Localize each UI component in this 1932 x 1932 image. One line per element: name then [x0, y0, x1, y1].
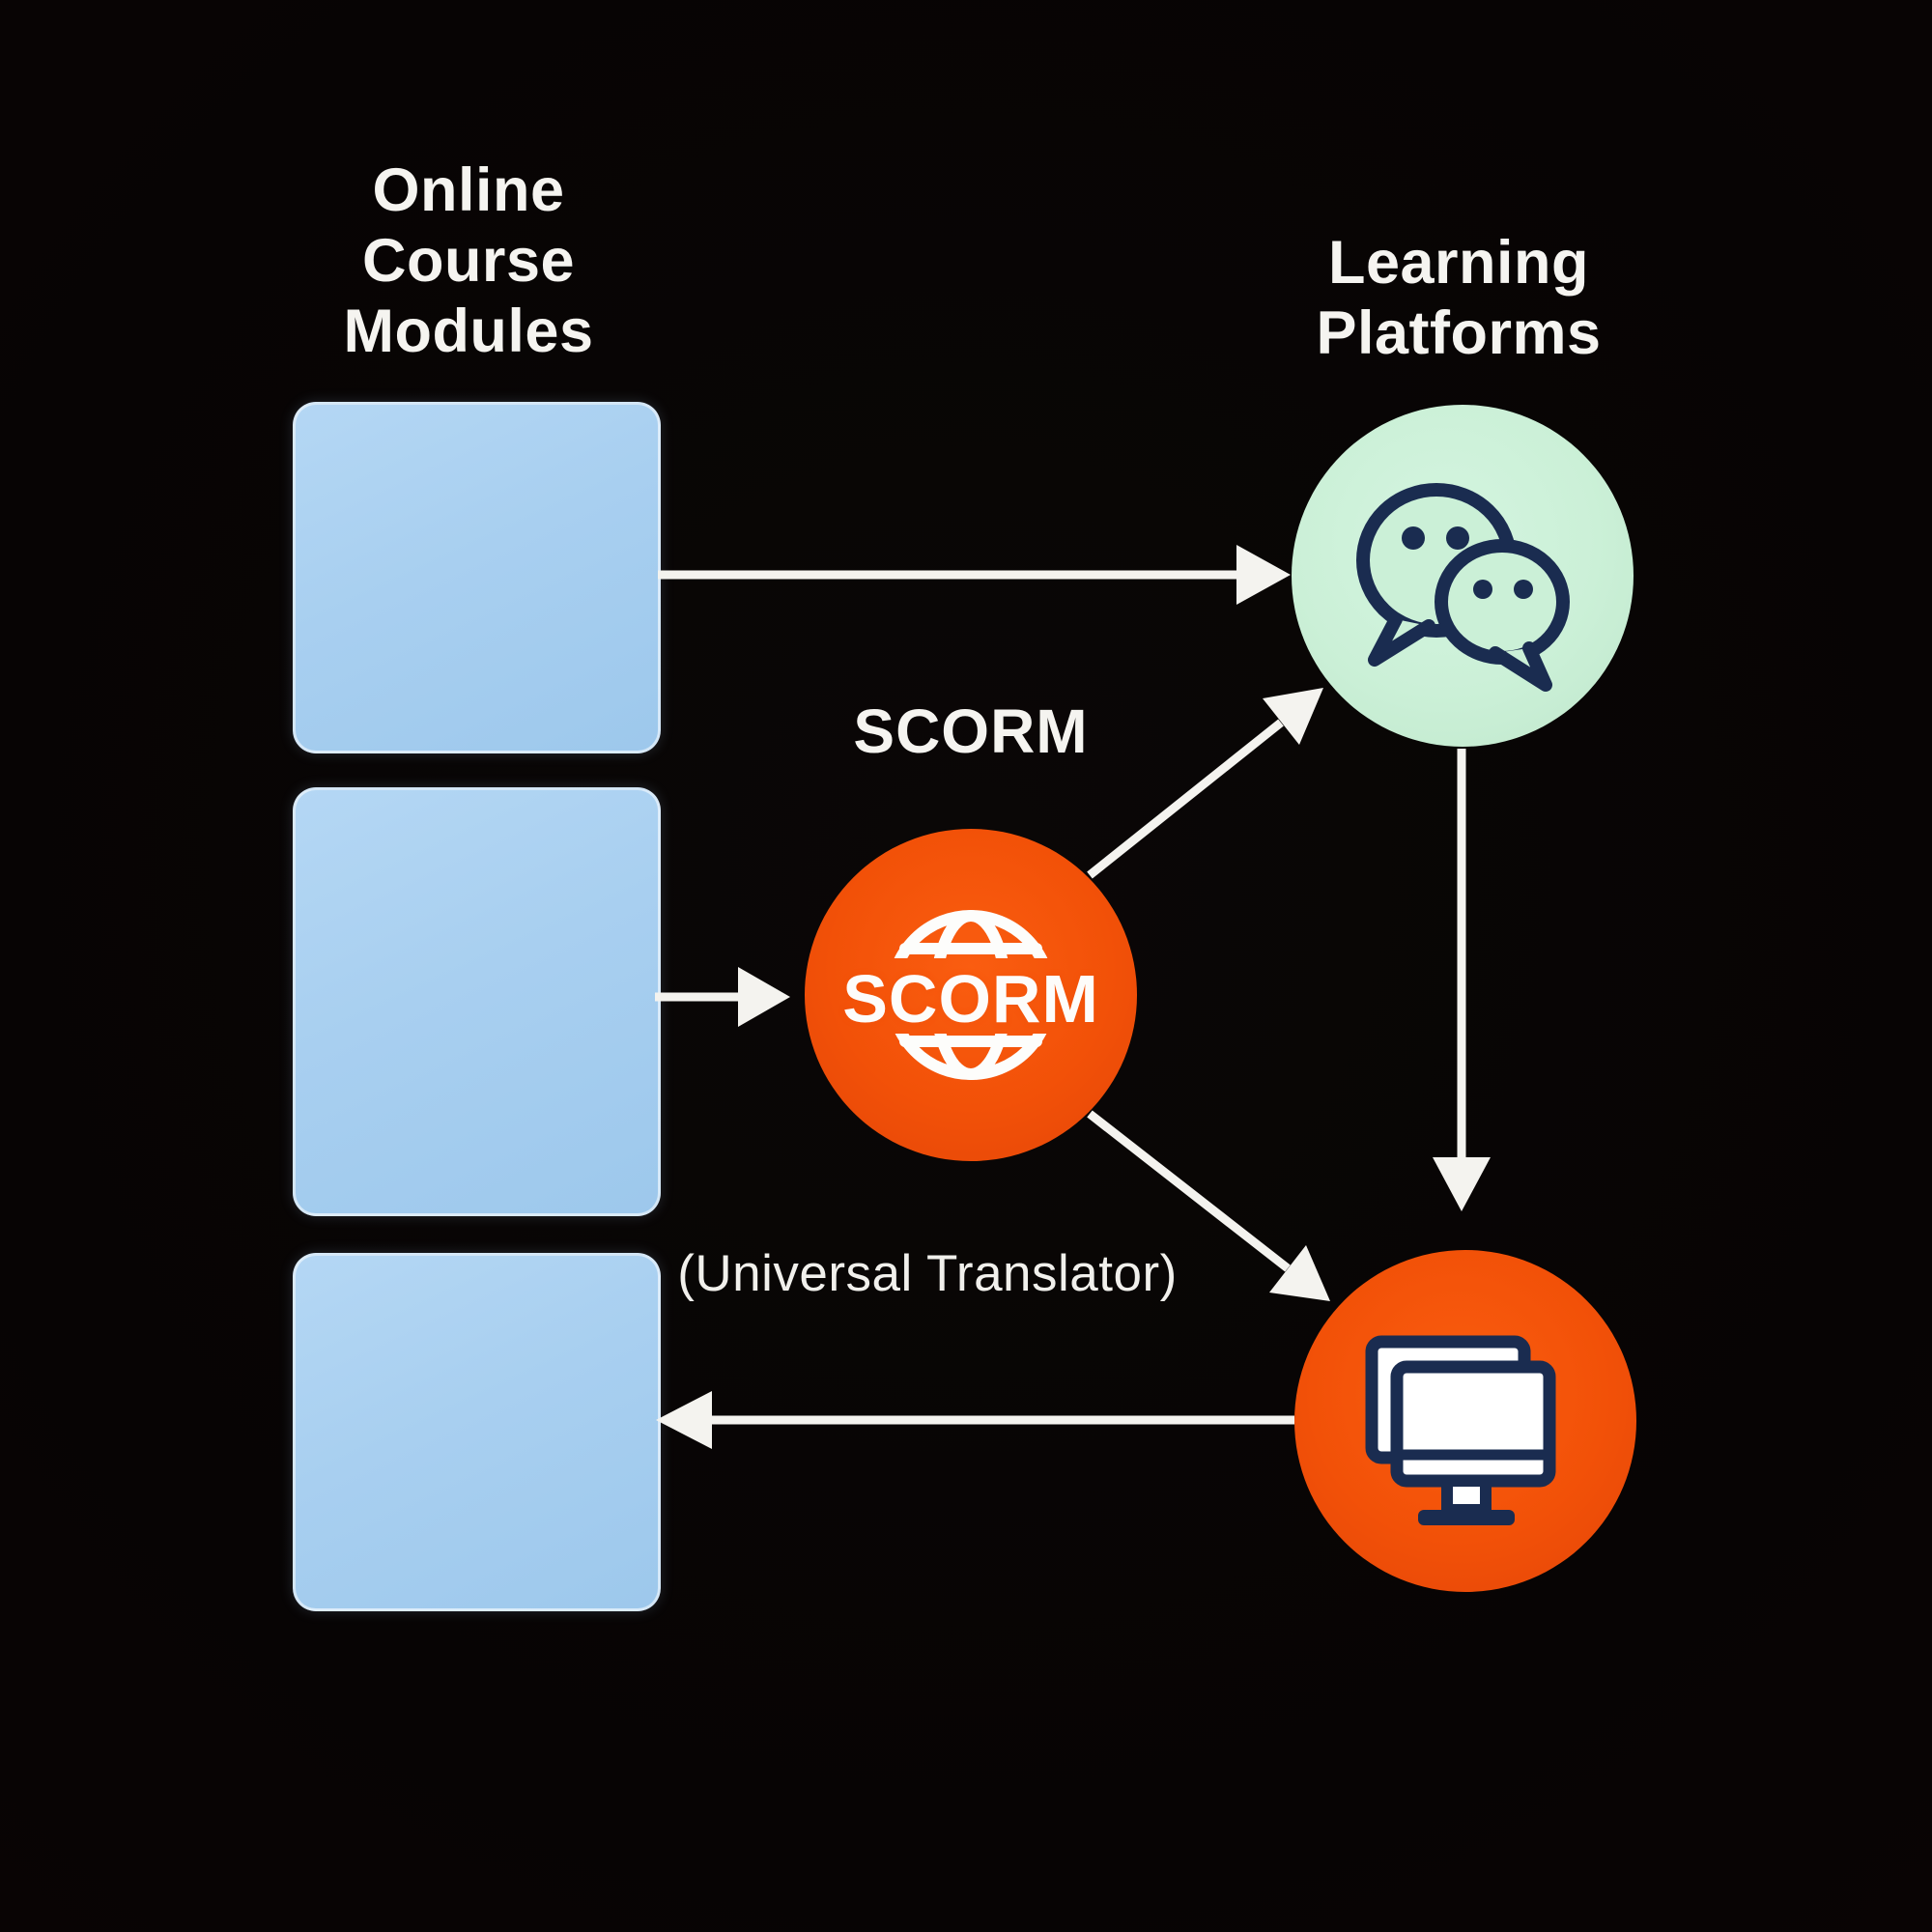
right-title-line-2: Platforms	[1316, 299, 1602, 367]
chat-bubbles-icon	[1356, 483, 1570, 692]
scorm-node: SCORM	[805, 829, 1137, 1161]
chat-platform-node	[1292, 405, 1634, 747]
universal-translator-label: (Universal Translator)	[677, 1245, 1178, 1302]
computer-monitor-icon	[1365, 1335, 1556, 1525]
right-column-title: Learning Platforms	[1217, 228, 1700, 369]
left-title-line-1: Online	[372, 156, 565, 224]
course-module-box-2	[293, 787, 661, 1216]
globe-icon	[886, 910, 1056, 1080]
arrow-module1-to-chat-platform	[658, 545, 1291, 605]
left-title-line-2: Course	[361, 227, 576, 295]
right-title-line-1: Learning	[1327, 229, 1590, 297]
arrow-lms-platform-to-module3	[656, 1391, 1294, 1449]
lms-platform-node	[1294, 1250, 1636, 1592]
arrow-module2-to-scorm	[655, 967, 790, 1027]
arrow-chat-platform-to-lms-platform	[1433, 749, 1491, 1211]
scorm-heading: SCORM	[853, 696, 1089, 766]
left-column-title: Online Course Modules	[227, 156, 710, 367]
left-title-line-3: Modules	[343, 298, 594, 365]
course-module-box-3	[293, 1253, 661, 1611]
scorm-circle-label: SCORM	[842, 961, 1099, 1037]
course-module-box-1	[293, 402, 661, 753]
